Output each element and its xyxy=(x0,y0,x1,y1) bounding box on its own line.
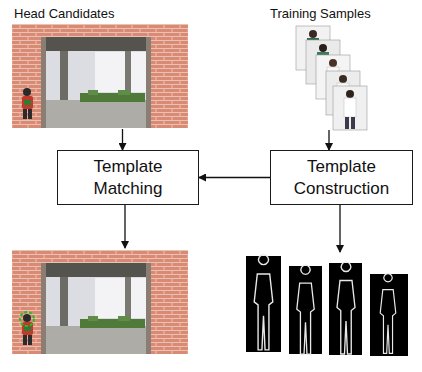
image-panel: Head Candidates xyxy=(12,4,188,129)
box-label: Template Construction xyxy=(277,156,406,199)
image-panel: Training Samples xyxy=(268,4,388,130)
template-arrow xyxy=(339,204,340,252)
flow-arrow xyxy=(122,129,123,150)
detected-head xyxy=(20,312,34,326)
flow-arrow xyxy=(199,177,270,178)
process-box: Template Construction xyxy=(270,150,413,205)
box-label: Template Matching xyxy=(64,156,192,199)
corridor-photo-result xyxy=(12,250,188,354)
flow-arrow xyxy=(328,130,329,150)
corridor-photo xyxy=(12,24,188,128)
process-box: Template Matching xyxy=(57,150,199,205)
panel-heading: Head Candidates xyxy=(12,6,116,22)
panel-heading: Training Samples xyxy=(268,6,373,22)
template-silhouettes xyxy=(246,255,408,356)
result-arrow xyxy=(124,204,125,248)
training-photo-stack xyxy=(296,26,367,130)
